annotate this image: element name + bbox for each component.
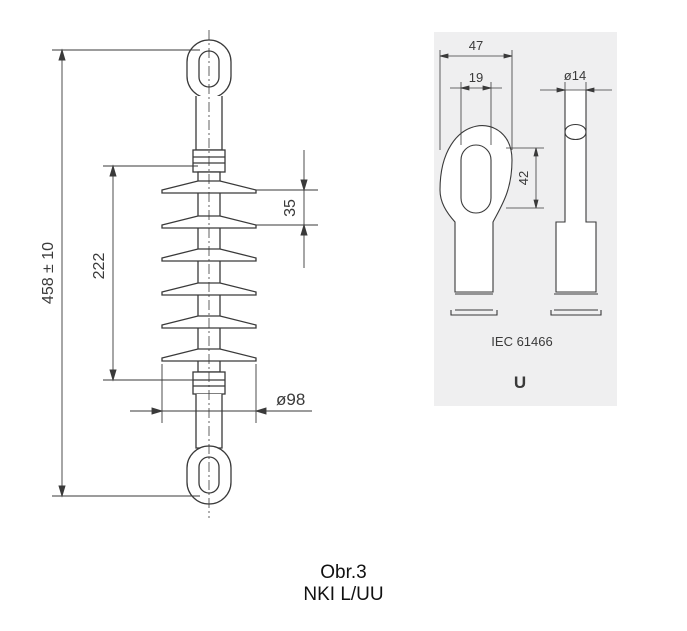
overall-length-label: 458 ± 10 xyxy=(40,242,57,304)
dim-overall xyxy=(52,48,200,498)
detail-width-outer: 47 xyxy=(469,38,483,53)
model-name: NKI L/UU xyxy=(303,584,384,605)
shed-section-label: 222 xyxy=(91,253,108,280)
type-letter: U xyxy=(514,373,526,392)
detail-pin-diameter: ø14 xyxy=(564,68,586,83)
dim-shed-section xyxy=(103,164,198,382)
dim-shed-diameter xyxy=(130,364,312,423)
shed-spacing-label: 35 xyxy=(282,199,299,217)
dim-shed-spacing xyxy=(256,150,318,268)
detail-side-fitting xyxy=(550,90,602,316)
detail-width-inner: 19 xyxy=(469,70,483,85)
detail-eye-fitting xyxy=(439,125,513,316)
detail-dimensions xyxy=(439,50,612,209)
standard-label: IEC 61466 xyxy=(491,334,552,349)
figure-number: Obr.3 xyxy=(320,562,367,583)
shed-diameter-label: ø98 xyxy=(276,390,305,409)
detail-eye-height: 42 xyxy=(516,171,531,185)
